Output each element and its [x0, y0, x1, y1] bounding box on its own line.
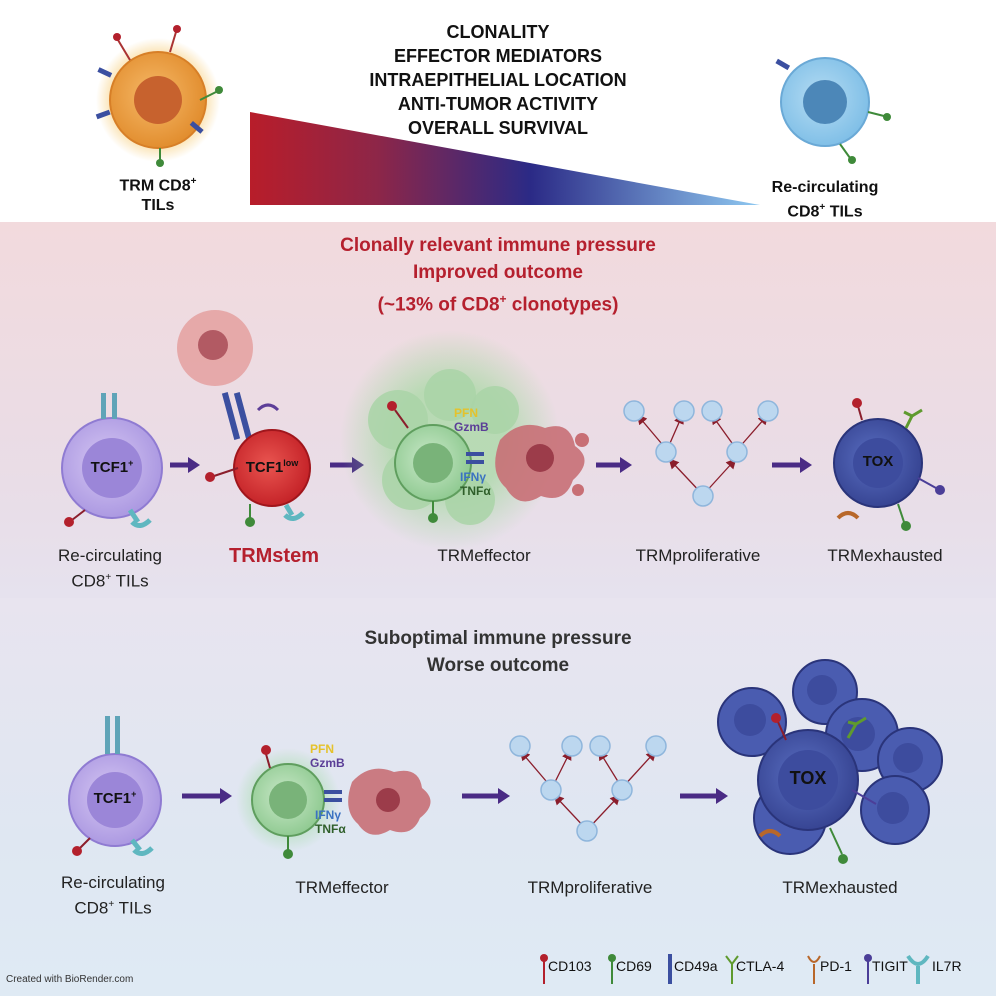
tcf1-positive-label: TCF1+: [90, 458, 134, 476]
gradient-wedge: [250, 112, 760, 205]
trmexhausted-label-mid: TRMexhausted: [827, 546, 943, 565]
mediators-lower: IFNγ TNFα: [460, 470, 491, 498]
receptor-legend: CD103 CD69 CD49a CTLA-4 PD-1 TIGIT IL7R: [532, 950, 992, 990]
top-graphics: [95, 25, 891, 205]
trmstem-label: TRMstem: [228, 545, 319, 567]
legend-cd103: CD103: [548, 958, 592, 974]
legend-pd1: PD-1: [820, 958, 852, 974]
legend-tigit: TIGIT: [872, 958, 908, 974]
trm-cd8-tils-label: TRM CD8+ TILs: [119, 176, 197, 215]
legend-ctla4: CTLA-4: [736, 958, 785, 974]
metric-intraepithelial-location: INTRAEPITHELIAL LOCATION: [369, 70, 627, 90]
legend-il7r: IL7R: [932, 958, 962, 974]
trmeffector-label-bottom: TRMeffector: [295, 878, 389, 897]
tcf1-low-label: TCF1low: [245, 458, 299, 476]
recirculating-label-bottom: Re-circulating CD8+ TILs: [61, 873, 165, 918]
improved-pathway-graphics: [61, 310, 945, 550]
mediators-upper-bottom: PFN GzmB: [310, 742, 345, 770]
worse-pathway-graphics: [68, 659, 943, 864]
legend-icons: [540, 954, 930, 984]
trmexhausted-label-bottom: TRMexhausted: [782, 878, 898, 897]
tcf1-positive-label-bottom: TCF1+: [93, 789, 137, 807]
biorender-credit: Created with BioRender.com: [6, 974, 134, 985]
legend-cd49a: CD49a: [674, 958, 718, 974]
mediators-upper: PFN GzmB: [454, 406, 489, 434]
metric-anti-tumor-activity: ANTI-TUMOR ACTIVITY: [397, 94, 599, 114]
tox-label-bottom: TOX: [789, 768, 827, 788]
metric-effector-mediators: EFFECTOR MEDIATORS: [393, 46, 602, 66]
recirculating-label-mid: Re-circulating CD8+ TILs: [58, 546, 162, 591]
trmeffector-label-mid: TRMeffector: [437, 546, 531, 565]
tcf1-low-cell: [233, 429, 311, 507]
metric-clonality: CLONALITY: [446, 22, 550, 42]
trmproliferative-label-mid: TRMproliferative: [635, 546, 761, 565]
trmproliferative-label-bottom: TRMproliferative: [527, 878, 653, 897]
tox-label: TOX: [862, 453, 894, 470]
improved-outcome-title: Clonally relevant immune pressure Improv…: [340, 235, 656, 316]
mediators-lower-bottom: IFNγ TNFα: [315, 808, 346, 836]
worse-outcome-title: Suboptimal immune pressure Worse outcome: [364, 628, 632, 676]
metric-overall-survival: OVERALL SURVIVAL: [407, 118, 589, 138]
recirculating-cd8-tils-label: Re-circulating CD8+ TILs: [771, 179, 879, 221]
metrics-list: CLONALITY EFFECTOR MEDIATORS INTRAEPITHE…: [300, 20, 696, 140]
legend-cd69: CD69: [616, 958, 652, 974]
